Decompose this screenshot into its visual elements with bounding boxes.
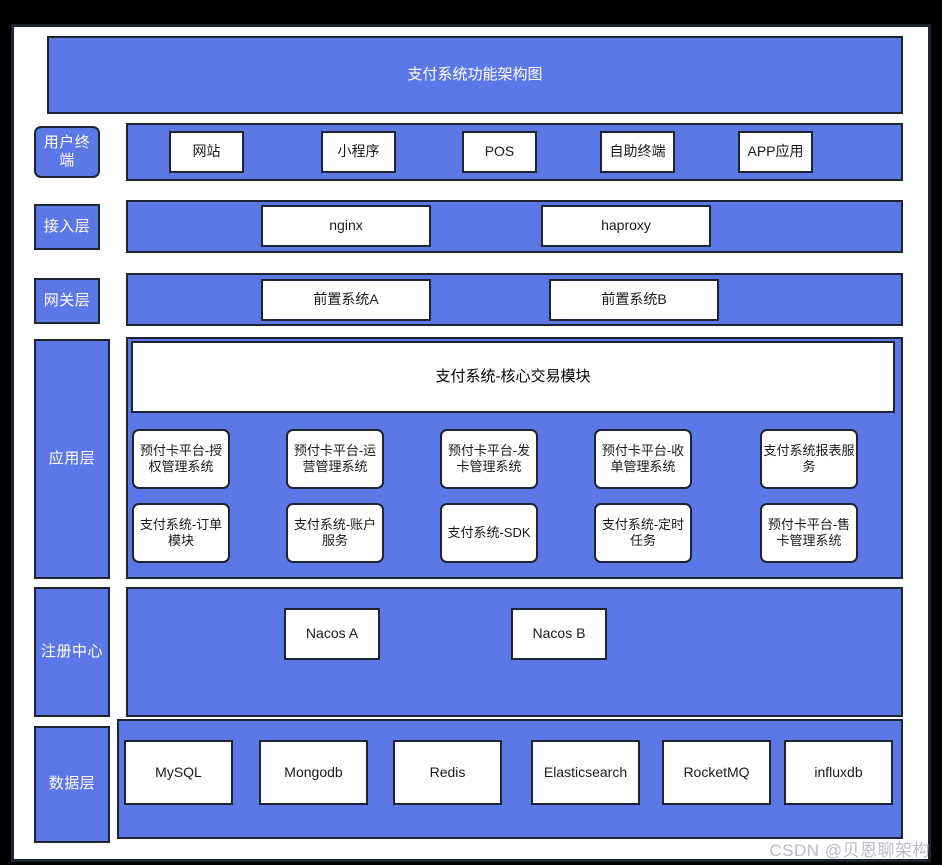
layer-label-user-terminal: 用户终端 — [34, 126, 100, 178]
layer-label-data: 数据层 — [34, 726, 110, 843]
node-app-application[interactable]: APP应用 — [738, 131, 813, 173]
layer-label-application: 应用层 — [34, 339, 110, 579]
node-prepaid-operation-management[interactable]: 预付卡平台-运营管理系统 — [286, 429, 384, 489]
node-mini-program[interactable]: 小程序 — [321, 131, 396, 173]
node-website[interactable]: 网站 — [169, 131, 244, 173]
node-rocketmq[interactable]: RocketMQ — [662, 740, 771, 805]
node-redis[interactable]: Redis — [393, 740, 502, 805]
node-payment-order-module[interactable]: 支付系统-订单模块 — [132, 503, 230, 563]
layer-band-data — [117, 719, 903, 839]
layer-band-access — [126, 200, 903, 253]
node-payment-account-service[interactable]: 支付系统-账户服务 — [286, 503, 384, 563]
csdn-watermark: CSDN @贝恩聊架构 — [769, 841, 930, 860]
node-front-system-b[interactable]: 前置系统B — [549, 279, 719, 321]
node-payment-sdk[interactable]: 支付系统-SDK — [440, 503, 538, 563]
layer-band-gateway — [126, 273, 903, 326]
node-nacos-b[interactable]: Nacos B — [511, 608, 607, 660]
node-payment-report-service[interactable]: 支付系统报表服务 — [760, 429, 858, 489]
node-influxdb[interactable]: influxdb — [784, 740, 893, 805]
node-mysql[interactable]: MySQL — [124, 740, 233, 805]
node-front-system-a[interactable]: 前置系统A — [261, 279, 431, 321]
node-nginx[interactable]: nginx — [261, 205, 431, 247]
layer-label-registry: 注册中心 — [34, 587, 110, 717]
layer-label-text: 用户终端 — [43, 133, 91, 169]
node-prepaid-card-issuing-management[interactable]: 预付卡平台-发卡管理系统 — [440, 429, 538, 489]
node-mongodb[interactable]: Mongodb — [259, 740, 368, 805]
node-elasticsearch[interactable]: Elasticsearch — [531, 740, 640, 805]
node-haproxy[interactable]: haproxy — [541, 205, 711, 247]
node-prepaid-card-sales-management[interactable]: 预付卡平台-售卡管理系统 — [760, 503, 858, 563]
node-core-transaction-module[interactable]: 支付系统-核心交易模块 — [131, 341, 895, 413]
diagram-title-banner: 支付系统功能架构图 — [47, 36, 903, 114]
diagram-canvas: 支付系统功能架构图 用户终端 网站 小程序 POS 自助终端 APP应用 接入层… — [11, 24, 931, 862]
node-prepaid-auth-management[interactable]: 预付卡平台-授权管理系统 — [132, 429, 230, 489]
page-title: 支付系统功能架构图 — [407, 65, 543, 83]
node-nacos-a[interactable]: Nacos A — [284, 608, 380, 660]
layer-label-access: 接入层 — [34, 204, 100, 250]
layer-label-gateway: 网关层 — [34, 278, 100, 324]
node-payment-scheduled-task[interactable]: 支付系统-定时任务 — [594, 503, 692, 563]
node-self-service-terminal[interactable]: 自助终端 — [600, 131, 675, 173]
node-pos[interactable]: POS — [462, 131, 537, 173]
node-prepaid-acquiring-management[interactable]: 预付卡平台-收单管理系统 — [594, 429, 692, 489]
